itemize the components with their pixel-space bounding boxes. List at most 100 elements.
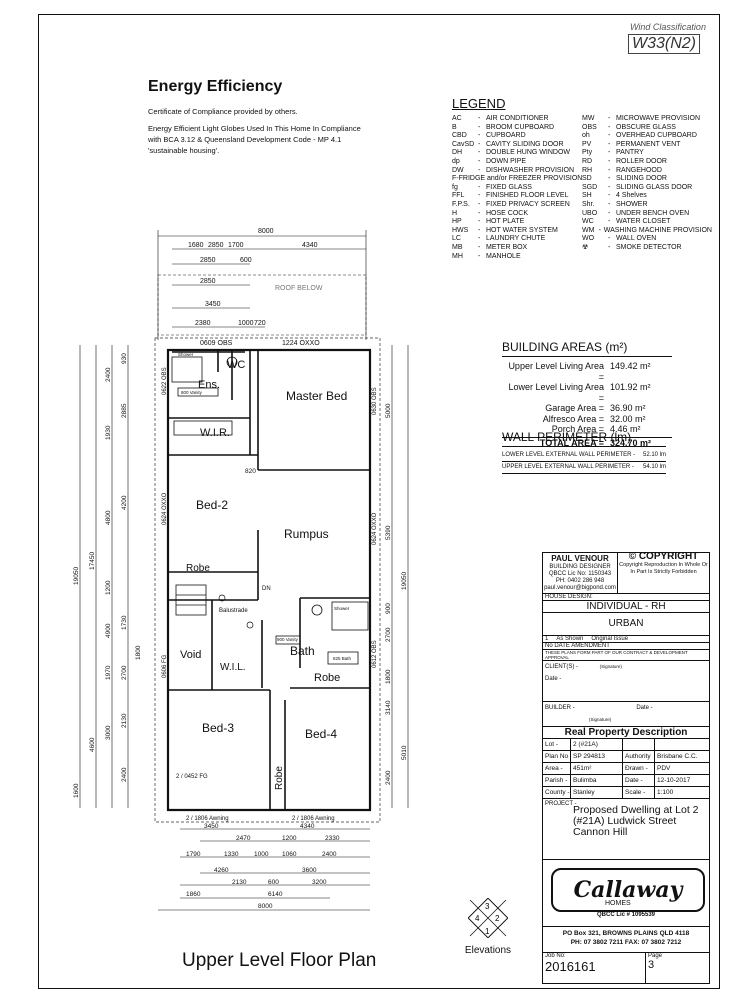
- perimeter-row: UPPER LEVEL EXTERNAL WALL PERIMETER -54.…: [502, 462, 666, 474]
- window-tag-5: 0612 OBS: [372, 640, 378, 668]
- legend-desc: SLIDING DOOR: [616, 175, 667, 183]
- stair-dn-label: DN: [262, 586, 271, 592]
- builder-date-label: Date -: [636, 705, 653, 711]
- area-row: Porch Area =4.46 m²: [502, 424, 672, 435]
- property-cell: Drawn -: [623, 763, 655, 774]
- legend-key: F.P.S.: [452, 200, 470, 208]
- dim-bottom-3450: 3450: [204, 823, 219, 830]
- legend-key: CBD: [452, 132, 467, 140]
- dim-top-4340: 4340: [302, 242, 318, 249]
- room-wil-label: W.I.L.: [220, 662, 246, 673]
- legend-key: MW: [582, 115, 595, 122]
- toilet-bath: [311, 604, 323, 616]
- legend-desc: HOSE COCK: [486, 209, 529, 217]
- balustrade-label: Balustrade: [219, 608, 248, 614]
- top-dimension-lines: [157, 230, 367, 340]
- energy-line-1: Certificate of Compliance provided by ot…: [148, 107, 298, 116]
- dim-top-720: 720: [254, 320, 266, 327]
- dim-bottom-4260: 4260: [214, 867, 229, 874]
- area-value: 4.46 m²: [610, 424, 641, 434]
- dim-bottom-2330: 2330: [325, 835, 340, 842]
- legend-desc: FINISHED FLOOR LEVEL: [486, 192, 569, 200]
- dim-bottom-2130: 2130: [232, 879, 247, 886]
- eaves-line: [154, 337, 381, 823]
- room-wir-label: W.I.R.: [200, 427, 230, 439]
- legend-dash: -: [608, 209, 611, 217]
- legend-key: HP: [452, 218, 462, 226]
- legend-desc: WASHING MACHINE PROVISION: [603, 226, 712, 234]
- svg-text:3: 3: [485, 902, 490, 911]
- designer-phone: PH: 0402 286 948: [555, 578, 605, 584]
- energy-efficiency-title: Energy Efficiency: [148, 78, 283, 95]
- builder-po-box: PO Box 321, BROWNS PLAINS QLD 4118: [562, 930, 690, 937]
- legend-key: MB: [452, 243, 463, 251]
- property-cell: 451m²: [571, 763, 623, 774]
- project-box: PROJECT - Proposed Dwelling at Lot 2 (#2…: [543, 799, 709, 860]
- legend-dash: -: [608, 235, 611, 243]
- designer-name: PAUL VENOUR: [551, 554, 609, 563]
- legend-desc: FRIDGE and/or FREEZER PROVISION: [458, 175, 583, 183]
- vanity-ens: [177, 387, 219, 397]
- dim-right-2700: 2700: [385, 627, 392, 642]
- elevations-label: Elevations: [464, 945, 512, 956]
- room-bed4-label: Bed-4: [305, 727, 337, 741]
- clients-label: CLIENT(S) -: [545, 664, 578, 670]
- legend-item: PV-PERMANENT VENT: [582, 141, 712, 150]
- dim-left-2400b: 2400: [121, 767, 128, 782]
- legend-item: WC-WATER CLOSET: [582, 218, 712, 227]
- house-design-value: INDIVIDUAL - RH: [543, 601, 709, 613]
- legend-dash: -: [608, 123, 611, 131]
- legend-desc: PERMANENT VENT: [616, 140, 681, 148]
- left-dimension-labels: 19050 17450 2400 1930 4200 4800 1200 490…: [73, 353, 256, 798]
- shower-bath-label: Shower: [334, 606, 350, 611]
- shower-ens-outline: [171, 356, 203, 383]
- legend-key: SGD: [582, 183, 598, 191]
- house-design-label: HOUSE DESIGN:: [543, 594, 709, 601]
- legend-dash: -: [478, 218, 481, 226]
- legend-item: oh-OVERHEAD CUPBOARD: [582, 132, 712, 141]
- legend-key: RH: [582, 166, 593, 174]
- legend-dash: -: [608, 157, 611, 165]
- bottom-dimension-lines: [158, 828, 370, 911]
- property-cell: Area -: [543, 763, 571, 774]
- dim-bottom-600: 600: [268, 879, 279, 886]
- dim-bottom-3200: 3200: [312, 879, 327, 886]
- legend-dash: -: [478, 140, 481, 148]
- legend-key: fg: [452, 183, 458, 191]
- legend-dash: -: [478, 123, 481, 131]
- legend-desc: BROOM CUPBOARD: [486, 123, 555, 131]
- legend-item: CBD-CUPBOARD: [452, 132, 582, 141]
- window-tag-9: 2 / 1806 Awning: [292, 816, 335, 822]
- legend-key: CavSD: [452, 140, 475, 148]
- legend-item: CavSD-CAVITY SLIDING DOOR: [452, 141, 582, 150]
- callaway-logo-sub: HOMES: [603, 900, 633, 907]
- legend-key: RD: [582, 157, 593, 165]
- builder-block: BUILDER - Date - (Signature): [543, 702, 709, 727]
- dim-top-overall: 8000: [258, 228, 274, 235]
- legend-desc: PANTRY: [616, 149, 644, 157]
- window-tag-3: 0624 OXXO: [372, 512, 378, 545]
- legend-item: RD-ROLLER DOOR: [582, 158, 712, 167]
- dim-bottom-1330: 1330: [224, 851, 239, 858]
- area-row: Garage Area =36.90 m²: [502, 403, 672, 414]
- left-dimension-lines: [79, 345, 129, 808]
- dim-top-row3: 2850: [200, 278, 216, 285]
- room-labels: WC Ens. Master Bed W.I.R. Bed-2 Rumpus R…: [178, 352, 352, 790]
- shower-ens-label: Shower: [178, 352, 194, 357]
- dim-top-1680: 1680: [188, 242, 204, 249]
- legend-dash: -: [478, 115, 481, 122]
- legend-item: SD-SLIDING DOOR: [582, 175, 712, 184]
- dim-bottom-4340: 4340: [300, 823, 315, 830]
- legend-key: B: [452, 123, 457, 131]
- real-property-title: Real Property Description: [543, 727, 709, 739]
- legend-dash: -: [598, 226, 601, 234]
- window-tag-8: 2 / 1806 Awning: [186, 816, 229, 822]
- legend-key: WM: [582, 226, 595, 234]
- legend-dash: -: [478, 166, 481, 174]
- area-value: 149.42 m²: [610, 361, 651, 371]
- legend-desc: CAVITY SLIDING DOOR: [486, 140, 564, 148]
